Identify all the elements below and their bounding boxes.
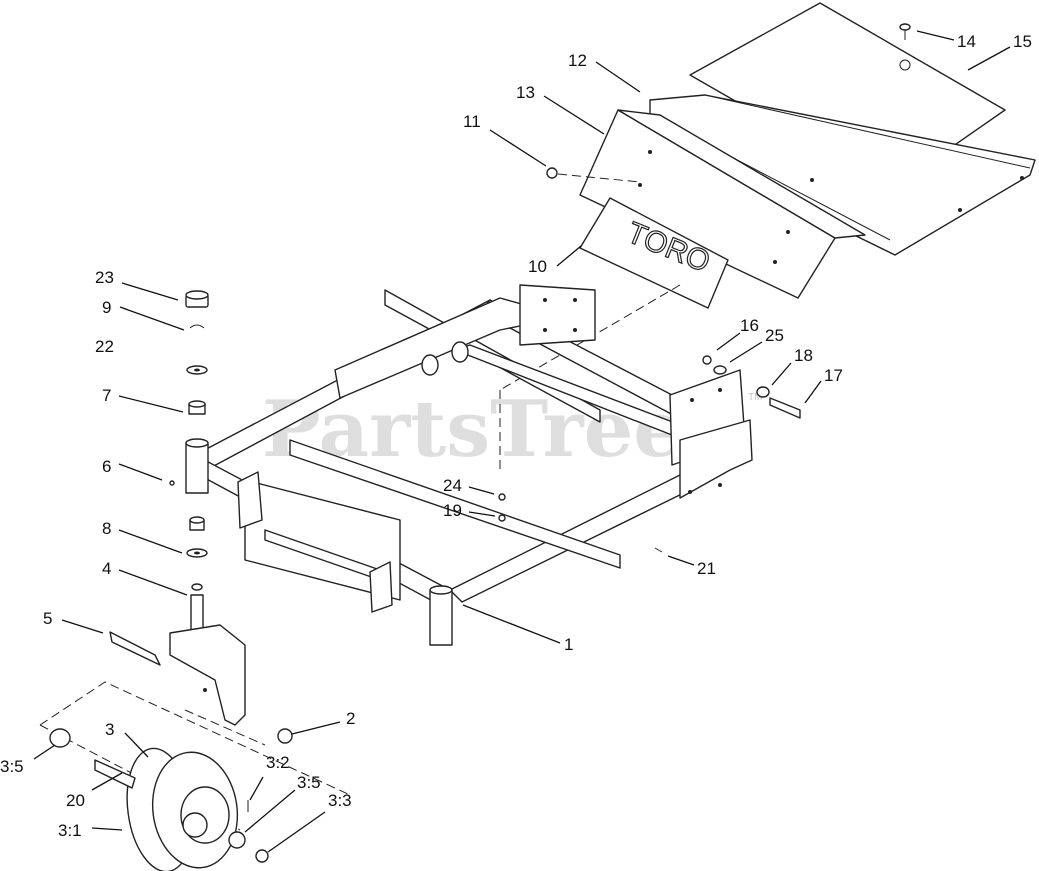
callout-3-1: 3:1 <box>58 821 82 840</box>
callout-8: 8 <box>102 519 111 538</box>
callout-13: 13 <box>516 83 535 102</box>
callout-2: 2 <box>346 709 355 728</box>
caster-fork <box>109 624 293 744</box>
callout-22: 22 <box>95 337 114 356</box>
callout-25: 25 <box>765 326 784 345</box>
pin-21 <box>654 547 663 553</box>
leader-lines <box>33 30 1011 853</box>
hardware-right <box>702 355 801 419</box>
caster-wheel <box>49 728 269 871</box>
callout-17: 17 <box>824 366 843 385</box>
callout-24: 24 <box>443 476 462 495</box>
hardware-center <box>498 493 506 522</box>
callout-3-3: 3:3 <box>328 791 352 810</box>
callout-10: 10 <box>528 257 547 276</box>
callout-15: 15 <box>1013 32 1032 51</box>
front-panel: TORO <box>579 109 866 309</box>
screw-14 <box>899 23 911 40</box>
callout-labels: 1 2 3 4 5 6 7 8 9 10 11 12 13 14 15 16 1… <box>0 32 1032 840</box>
callout-11: 11 <box>463 112 481 131</box>
callout-19: 19 <box>443 501 462 520</box>
callout-21: 21 <box>697 559 716 578</box>
callout-20: 20 <box>66 791 85 810</box>
callout-4: 4 <box>102 559 111 578</box>
callout-5: 5 <box>43 609 52 628</box>
caster-stack <box>169 290 209 641</box>
nut-11 <box>546 167 641 183</box>
callout-1: 1 <box>564 635 573 654</box>
callout-7: 7 <box>102 386 111 405</box>
callout-6: 6 <box>102 457 111 476</box>
main-frame <box>189 284 753 646</box>
callout-18: 18 <box>794 346 813 365</box>
watermark-trademark: TM <box>748 392 762 403</box>
callout-14: 14 <box>957 32 976 51</box>
callout-23: 23 <box>95 268 114 287</box>
callout-3: 3 <box>105 720 114 739</box>
callout-3-5-right: 3:5 <box>297 773 321 792</box>
callout-16: 16 <box>740 316 759 335</box>
callout-3-2: 3:2 <box>266 753 290 772</box>
callout-12: 12 <box>568 51 587 70</box>
callout-3-5-left: 3:5 <box>0 757 24 776</box>
callout-9: 9 <box>102 298 111 317</box>
